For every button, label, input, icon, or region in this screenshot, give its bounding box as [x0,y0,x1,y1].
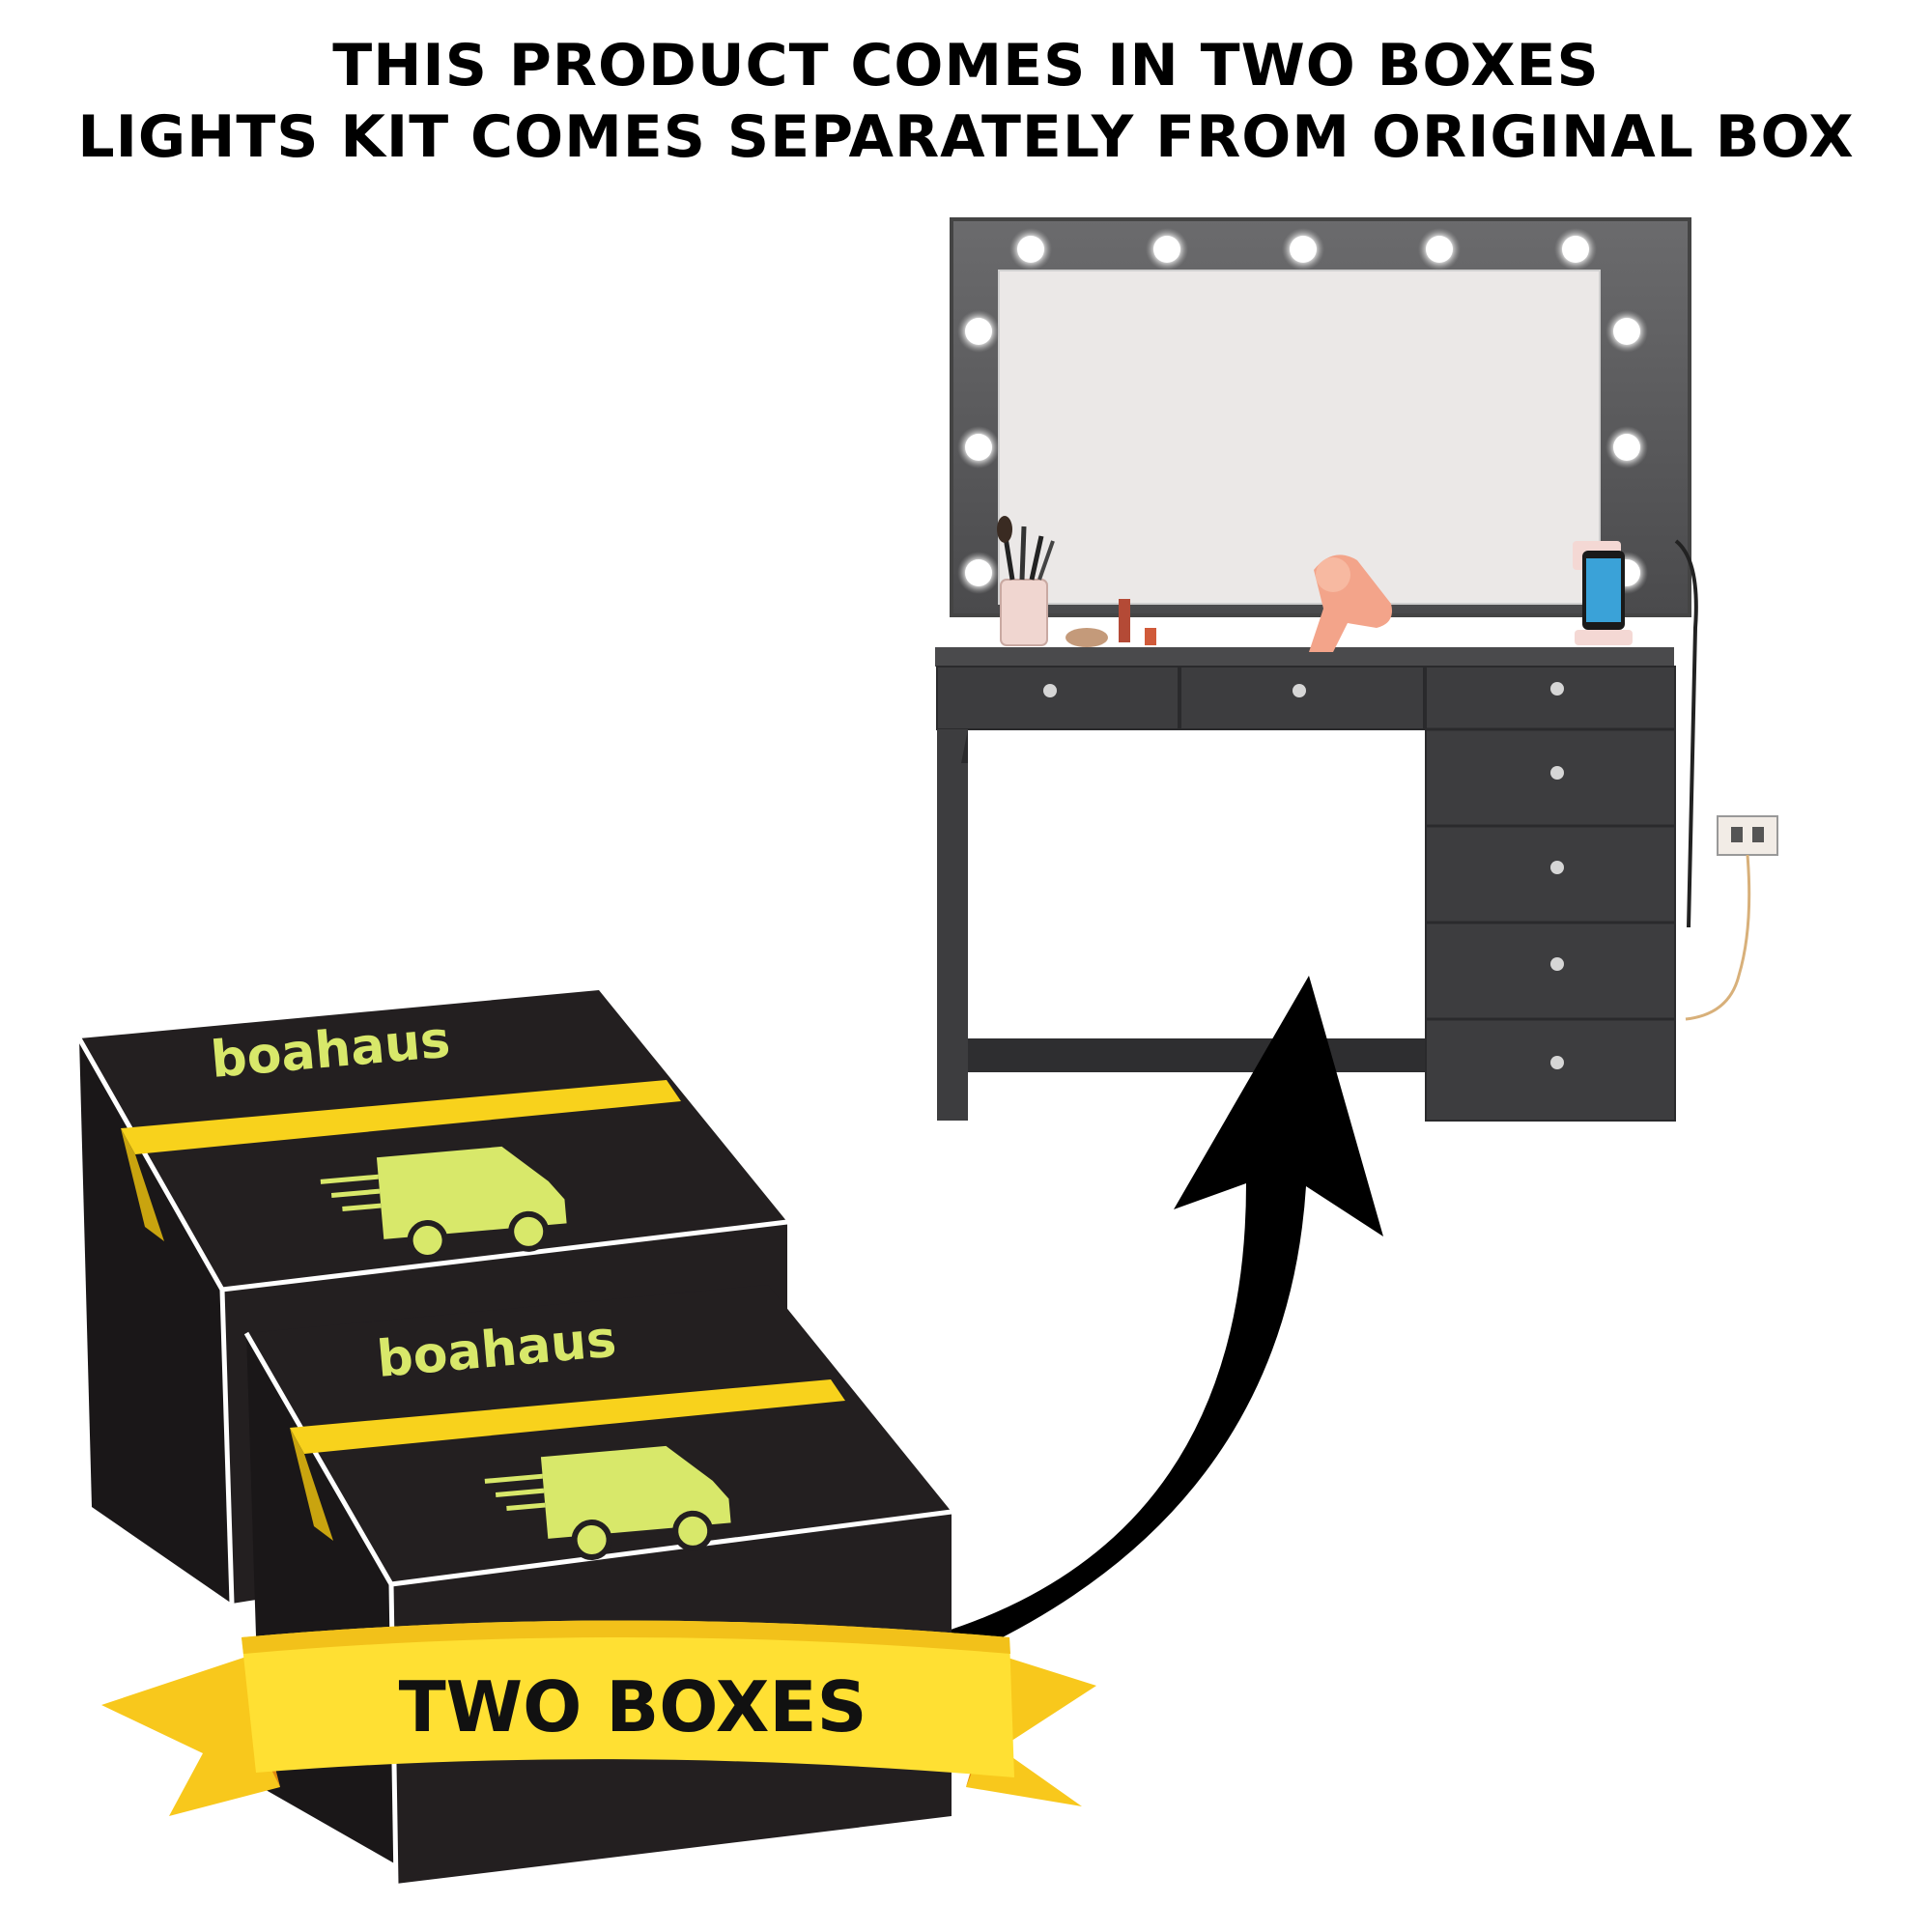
curved-arrow-icon [942,976,1383,1662]
desk-top [935,647,1674,667]
phone-stand [1573,541,1633,645]
ribbon-tail-left [101,1657,280,1816]
box-front: boahaus [243,1285,952,1885]
makeup-brush-cup [997,516,1055,646]
two-boxes-ribbon: TWO BOXES [101,1620,1096,1816]
delivery-truck-icon [484,1445,731,1560]
powder-compact [1065,628,1108,647]
delivery-truck-icon [320,1146,567,1261]
drawer-tower [1425,666,1676,1122]
lipstick [1119,599,1130,642]
wall-outlet [1717,815,1778,856]
drawer-top-left [936,666,1179,730]
vanity-desk-illustration [935,217,1778,1122]
desk-crossbar [968,1038,1426,1072]
power-cable [1674,539,1698,928]
drawer-top-middle [1179,666,1425,730]
ribbon-label: TWO BOXES [399,1666,867,1747]
mirror-glass [998,270,1601,605]
ribbon-body [242,1620,1014,1777]
nail-polish [1145,628,1156,645]
desk-left-leg [937,729,968,1121]
headline-line-2: LIGHTS KIT COMES SEPARATELY FROM ORIGINA… [77,103,1855,171]
headline-line-1: THIS PRODUCT COMES IN TWO BOXES [332,32,1600,99]
hair-dryer [1309,554,1392,652]
